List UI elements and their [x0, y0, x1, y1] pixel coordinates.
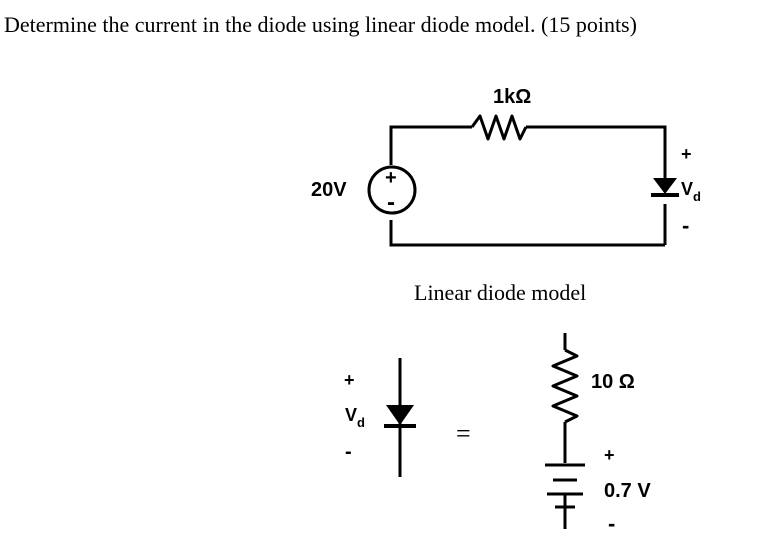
source-plus-sign: + [385, 167, 397, 189]
model-resistor-label: 10 Ω [591, 371, 635, 393]
model-caption: Linear diode model [414, 280, 587, 305]
diode-top-v-sub: d [693, 189, 701, 204]
model-battery [545, 463, 585, 529]
battery-minus: - [608, 511, 615, 536]
battery-plus: + [604, 445, 615, 465]
question-text: Determine the current in the diode using… [4, 12, 637, 37]
source-minus-sign: - [387, 189, 395, 216]
diode-top-plus: + [681, 144, 692, 164]
model-diode-v-sub: d [357, 415, 365, 430]
source-label: 20V [311, 179, 347, 201]
diode-top-minus: - [682, 213, 689, 238]
model-diode: + V d - [344, 358, 416, 477]
model-diode-v: V [345, 405, 357, 425]
resistor-1k: 1kΩ [470, 86, 531, 141]
battery-label: 0.7 V [604, 480, 651, 502]
model-diode-plus: + [344, 370, 355, 390]
diode-top-v: V [681, 179, 693, 199]
model-resistor: 10 Ω [551, 333, 635, 463]
equals-sign: = [456, 419, 471, 448]
resistor-1k-label: 1kΩ [493, 86, 531, 108]
diode-top: + V d - [651, 144, 701, 238]
model-diode-minus: - [345, 441, 352, 463]
circuit-wires [389, 125, 667, 247]
voltage-source-20v: + - 20V [311, 165, 417, 216]
